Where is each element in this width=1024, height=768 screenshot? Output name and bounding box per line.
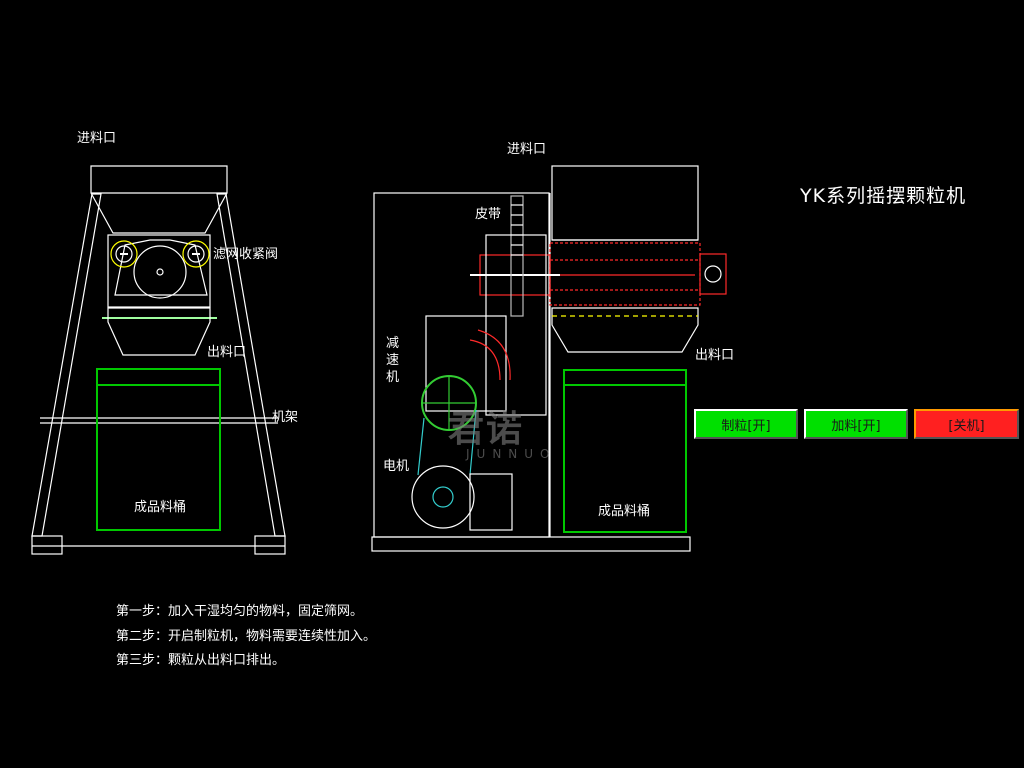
label-left-outlet: 出料口 — [207, 345, 247, 360]
front-body — [107, 234, 211, 308]
page-title: YK系列摇摆颗粒机 — [800, 185, 967, 207]
label-reducer: 减 速 机 — [386, 336, 400, 385]
reducer-box — [425, 315, 507, 412]
step-2: 第二步：开启制粒机，物料需要连续性加入。 — [116, 628, 377, 644]
side-bucket — [563, 369, 687, 533]
motor-circle — [411, 465, 475, 529]
side-hopper — [551, 165, 699, 241]
granulate-on-button[interactable]: 制粒[开] — [694, 409, 798, 439]
label-right-bucket: 成品料桶 — [598, 504, 651, 519]
label-left-inlet: 进料口 — [77, 131, 117, 146]
rotor-circle — [133, 245, 187, 299]
frame-left-leg — [31, 193, 102, 537]
label-right-inlet: 进料口 — [507, 142, 547, 157]
feed-on-button[interactable]: 加料[开] — [804, 409, 908, 439]
label-belt: 皮带 — [475, 207, 502, 222]
front-hopper — [90, 165, 228, 234]
label-filter-valve: 滤网收紧阀 — [213, 247, 279, 262]
instruction-steps: 第一步：加入干湿均匀的物料，固定筛网。 第二步：开启制粒机，物料需要连续性加入。… — [116, 600, 376, 674]
watermark-sub: JUNNUO — [466, 447, 557, 461]
label-left-bucket: 成品料桶 — [134, 500, 187, 515]
label-motor: 电机 — [383, 459, 410, 474]
side-view — [371, 165, 727, 552]
watermark: 君诺 — [448, 409, 525, 450]
step-3: 第三步：颗粒从出料口排出。 — [116, 653, 286, 668]
front-view — [31, 165, 286, 555]
step-1: 第一步：加入干湿均匀的物料，固定筛网。 — [116, 604, 364, 619]
front-bucket — [96, 368, 221, 531]
label-right-outlet: 出料口 — [695, 348, 735, 363]
label-frame: 机架 — [272, 410, 299, 425]
shutdown-button[interactable]: [关机] — [914, 409, 1019, 439]
